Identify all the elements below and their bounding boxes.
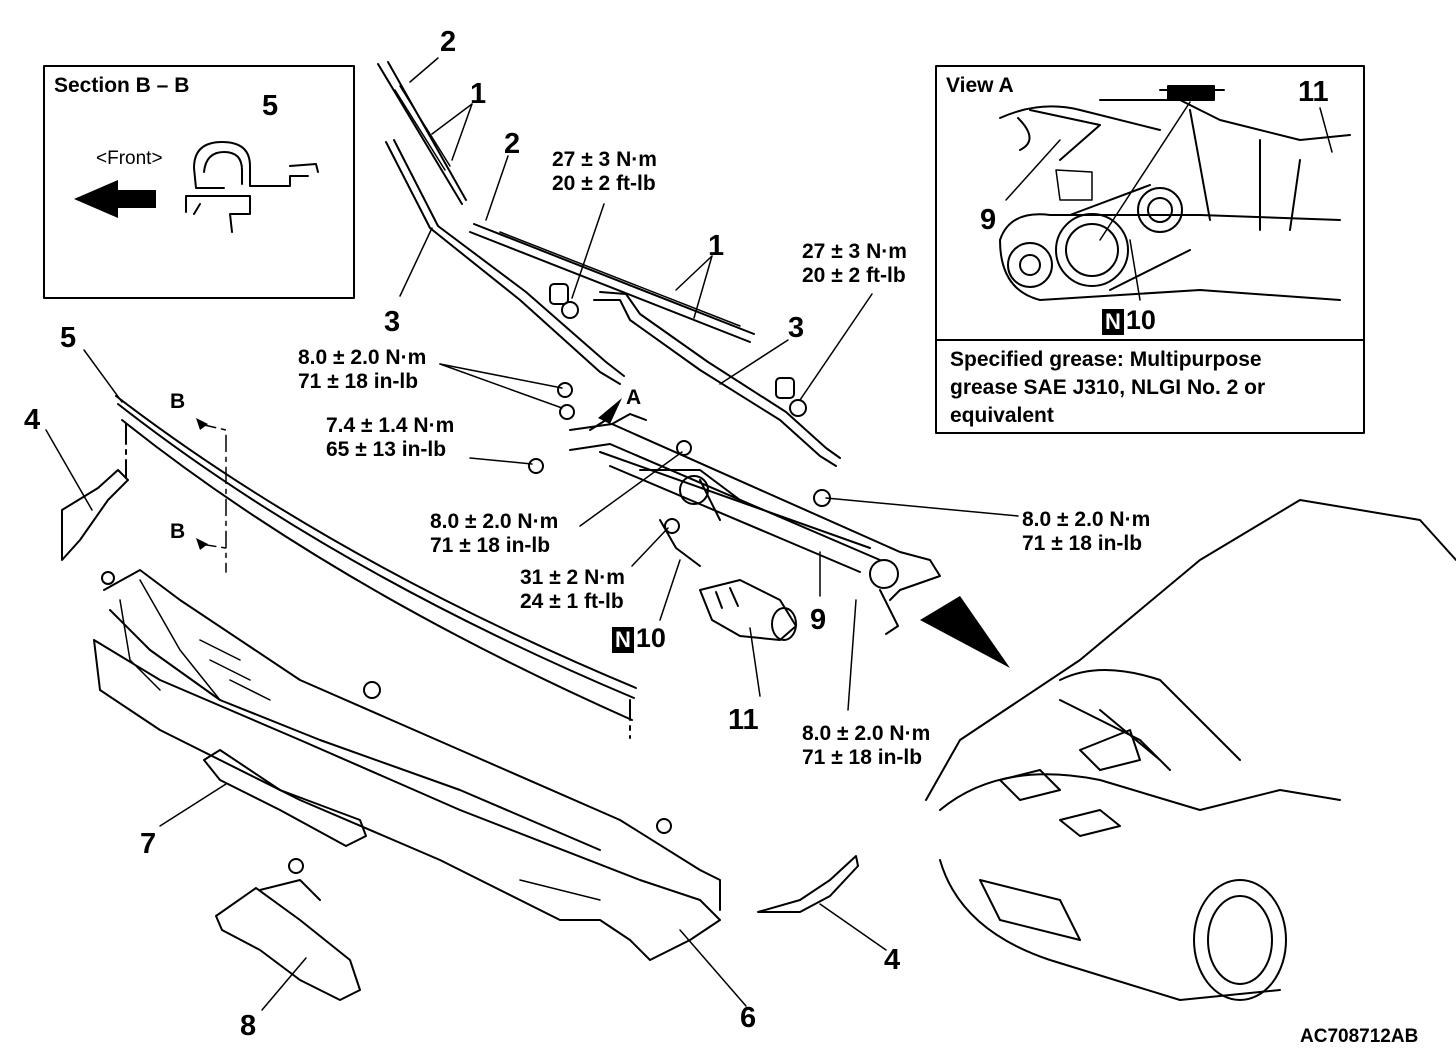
view-arrow-icon <box>920 596 1010 668</box>
section-bb-inset <box>43 65 355 299</box>
grease-number-pivot: 10 <box>635 623 666 653</box>
cowl-panel-7 <box>203 749 367 847</box>
torque-metric: 8.0 ± 2.0 N·m <box>1022 508 1151 531</box>
callout-1-blade: 1 <box>470 78 487 110</box>
torque-imperial: 71 ± 18 in-lb <box>1022 531 1143 555</box>
section-marker-b-upper: B <box>170 390 186 413</box>
wiper-blade-driver <box>377 61 467 205</box>
side-cover-right <box>757 855 859 913</box>
front-label: <Front> <box>96 148 163 169</box>
cowl-top-cover <box>93 569 721 961</box>
grease-note-line-3: equivalent <box>950 404 1054 427</box>
callout-4-cover-left: 4 <box>24 404 41 436</box>
torque-imperial: 24 ± 1 ft-lb <box>520 589 624 613</box>
torque-imperial: 71 ± 18 in-lb <box>430 533 551 557</box>
wiper-linkage-assembly <box>569 413 941 635</box>
grease-note-line-2: grease SAE J310, NLGI No. 2 or <box>950 376 1266 399</box>
section-bb-title: Section B – B <box>54 74 190 97</box>
torque-imperial: 71 ± 18 in-lb <box>802 745 923 769</box>
clips <box>101 571 672 874</box>
torque-metric: 8.0 ± 2.0 N·m <box>430 510 559 533</box>
callout-7-panel: 7 <box>140 828 157 860</box>
front-arrow-icon <box>74 180 156 218</box>
callout-3-arm-passenger: 3 <box>788 312 805 344</box>
callout-2-blade-passenger: 2 <box>504 128 521 160</box>
torque-metric: 31 ± 2 N·m <box>520 566 625 589</box>
torque-metric: 27 ± 3 N·m <box>552 148 657 171</box>
torque-metric: 27 ± 3 N·m <box>802 240 907 263</box>
seal-section <box>185 141 309 233</box>
torque-imperial: 71 ± 18 in-lb <box>298 369 419 393</box>
car-outline <box>925 499 1456 1001</box>
view-a-inset <box>935 65 1365 434</box>
view-a-part-9: 9 <box>980 204 997 236</box>
torque-imperial: 20 ± 2 ft-lb <box>552 171 656 195</box>
callout-3-arm: 3 <box>384 306 401 338</box>
side-cover-left <box>61 469 129 561</box>
callout-2-blade: 2 <box>440 26 457 58</box>
wiper-blade-passenger <box>469 223 755 343</box>
figure-code: AC708712AB <box>1300 1026 1419 1047</box>
bracket-8 <box>215 879 361 1001</box>
grease-number: 10 <box>1125 305 1156 335</box>
nut-caps <box>528 283 831 534</box>
callout-1-blade-passenger: 1 <box>708 230 725 262</box>
callout-6-cowl: 6 <box>740 1002 757 1034</box>
grease-symbol: N <box>1102 309 1124 335</box>
wiper-arm-passenger <box>593 291 841 467</box>
wiper-arm-driver <box>385 139 625 385</box>
callout-9-linkage: 9 <box>810 604 827 636</box>
section-bb-part-label: 5 <box>262 90 279 122</box>
torque-metric: 8.0 ± 2.0 N·m <box>802 722 931 745</box>
callout-8-bracket: 8 <box>240 1010 257 1042</box>
torque-imperial: 65 ± 13 in-lb <box>326 437 447 461</box>
cowl-top-seal <box>115 395 637 739</box>
section-marker-b-lower: B <box>170 520 186 543</box>
torque-imperial: 20 ± 2 ft-lb <box>802 263 906 287</box>
view-marker-a: A <box>626 386 642 409</box>
view-a-title: View A <box>946 74 1014 97</box>
torque-metric: 7.4 ± 1.4 N·m <box>326 414 455 437</box>
callout-11-motor: 11 <box>728 704 759 736</box>
callout-4-cover-right: 4 <box>884 944 901 976</box>
torque-metric: 8.0 ± 2.0 N·m <box>298 346 427 369</box>
view-a-part-11: 11 <box>1298 76 1329 108</box>
callout-5-seal: 5 <box>60 322 77 354</box>
grease-gun-icon <box>1159 85 1225 101</box>
wiper-motor <box>659 519 797 641</box>
grease-symbol-pivot: N <box>612 627 634 653</box>
grease-note-line-1: Specified grease: Multipurpose <box>950 348 1262 371</box>
